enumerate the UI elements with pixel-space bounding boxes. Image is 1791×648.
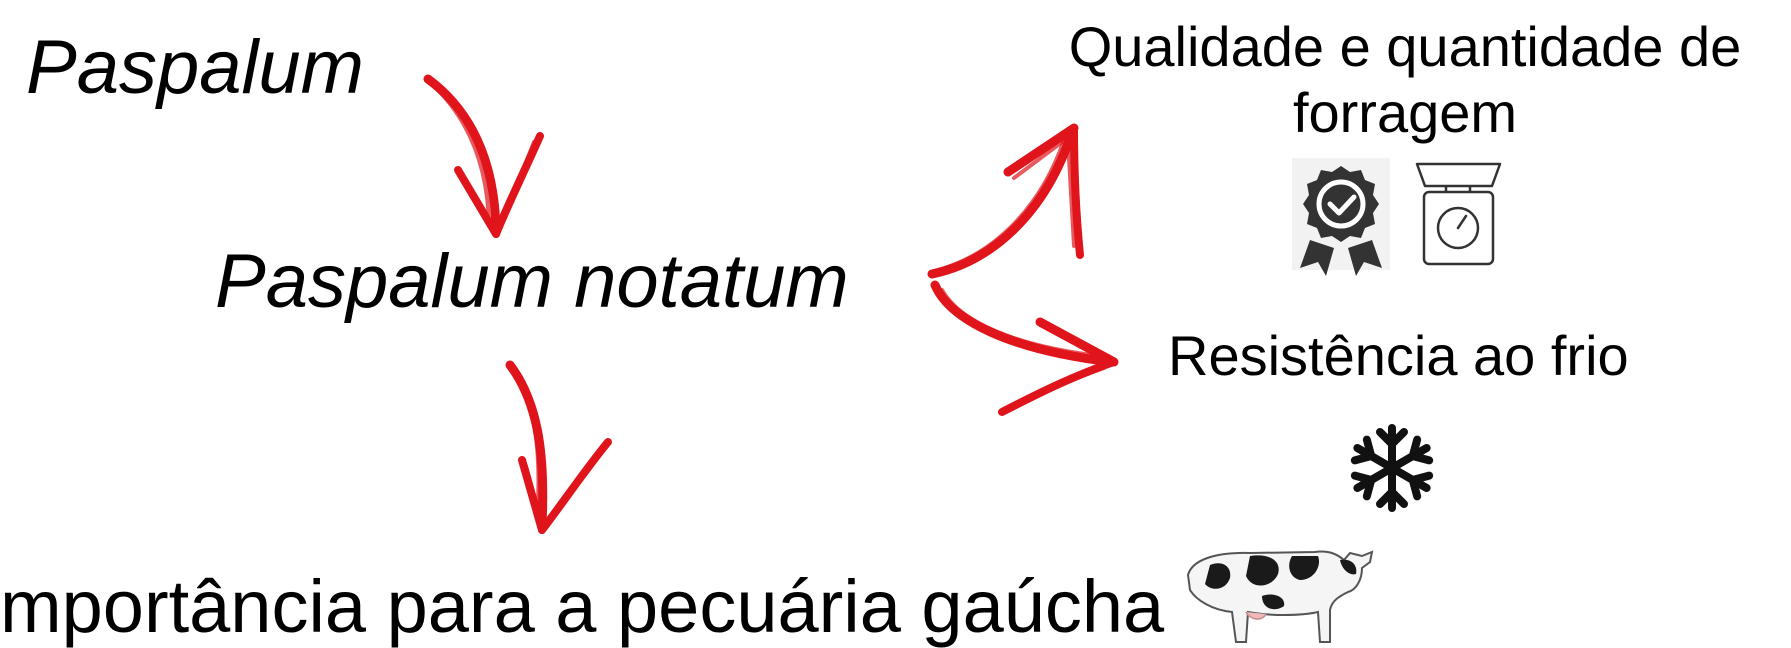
quality-badge-icon [1292,158,1390,276]
weighing-scale-icon [1415,162,1502,266]
species-label: Paspalum notatum [215,239,849,324]
cow-icon [1186,550,1374,643]
genus-label: Paspalum [26,25,364,110]
arrow-species-to-quality [927,123,1084,279]
trait-quality-label: Qualidade e quantidade de forragem [1068,15,1742,145]
arrow-species-to-cold [930,280,1119,416]
arrow-species-to-importance [505,360,612,534]
trait-cold-label: Resistência ao frio [1168,324,1629,387]
arrow-genus-to-species [423,74,544,238]
snowflake-icon [1350,424,1434,512]
importance-label: mportância para a pecuária gaúcha [0,565,1165,648]
